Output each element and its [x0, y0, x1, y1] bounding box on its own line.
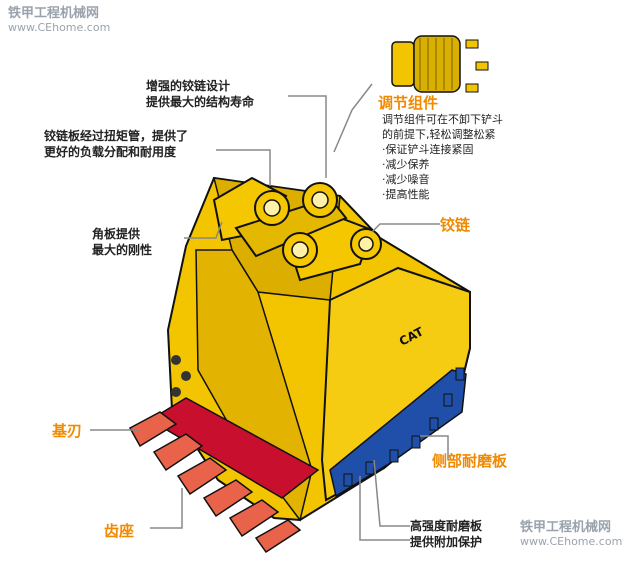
- tooth-5: [228, 499, 280, 538]
- label-tooth-adapter: 齿座: [104, 522, 135, 540]
- base-edge: [148, 397, 320, 499]
- watermark-url: www.CEhome.com: [8, 21, 111, 34]
- label-hinge-plate: 铰链板经过扭矩管，提供了 更好的负载分配和耐用度: [44, 129, 189, 159]
- label-base-edge: 基刃: [52, 422, 83, 440]
- label-hinge: 铰链: [440, 216, 471, 234]
- label-side-wear: 侧部耐磨板: [432, 452, 508, 470]
- watermark-bottom: 铁甲工程机械网 www.CEhome.com: [520, 520, 622, 548]
- tooth-2: [152, 433, 204, 472]
- adjust-component-illustration: [391, 35, 489, 93]
- tooth-3: [176, 457, 228, 496]
- watermark-top: 铁甲工程机械网 www.CEhome.com: [8, 6, 110, 34]
- tooth-4: [202, 479, 254, 518]
- label-hs-wear: 高强度耐磨板 提供附加保护: [410, 519, 483, 549]
- watermark-url: www.CEhome.com: [520, 535, 623, 548]
- watermark-title: 铁甲工程机械网: [8, 6, 100, 21]
- tooth-6: [254, 519, 302, 554]
- side-wear-plate: [329, 369, 467, 498]
- label-adjust-desc: 调节组件可在不卸下铲斗 的前提下,轻松调整松紧 ·保证铲斗连接紧固 ·减少保养 …: [382, 113, 503, 201]
- leader-lines: [90, 83, 449, 541]
- label-adjust-title: 调节组件: [378, 94, 439, 112]
- tooth-1: [128, 411, 178, 448]
- watermark-title: 铁甲工程机械网: [520, 520, 612, 535]
- label-gusset: 角板提供 最大的刚性: [92, 227, 153, 257]
- label-reinforced-hinge: 增强的铰链设计 提供最大的结构寿命: [146, 79, 255, 109]
